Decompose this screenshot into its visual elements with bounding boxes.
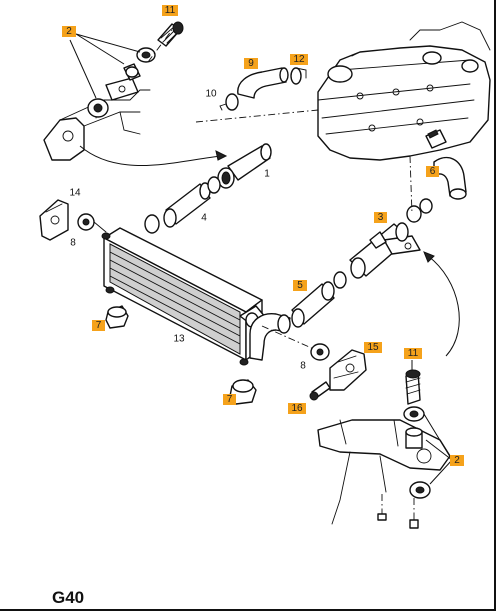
pipe-1	[217, 143, 272, 189]
mount-8-right	[310, 343, 330, 361]
svg-text:11: 11	[165, 5, 176, 16]
svg-text:10: 10	[205, 89, 217, 100]
engine-block	[317, 21, 491, 161]
svg-text:7: 7	[96, 320, 102, 331]
lower-mount-bracket	[317, 419, 451, 525]
svg-text:11: 11	[408, 348, 419, 359]
bolt-top	[157, 21, 184, 47]
svg-text:1: 1	[264, 169, 270, 180]
svg-text:3: 3	[378, 212, 384, 223]
callout-15: 15	[364, 342, 382, 353]
callout-2-bottom: 2	[450, 455, 464, 466]
svg-text:8: 8	[70, 238, 76, 249]
svg-text:15: 15	[367, 342, 379, 353]
callout-6: 6	[426, 166, 439, 177]
hose-9	[237, 67, 289, 99]
callout-12: 12	[290, 54, 308, 65]
svg-text:9: 9	[248, 58, 254, 69]
outlet-elbow	[249, 313, 291, 361]
bracket-14	[39, 199, 69, 241]
mount-7-left	[105, 305, 129, 329]
hose-6	[425, 129, 467, 200]
rubber-bushings-top	[87, 47, 156, 118]
callout-4: 4	[201, 213, 207, 224]
bracket-15	[329, 349, 367, 391]
clamp-hose-4	[144, 176, 221, 234]
svg-text:7: 7	[227, 394, 233, 405]
callout-3: 3	[374, 212, 387, 223]
clamp-12	[290, 67, 307, 85]
callout-labels: 11 2 9 12 10 1 6 14 8 4	[62, 5, 464, 466]
bolt-bottom	[405, 369, 421, 405]
frame-border-bottom	[0, 609, 496, 611]
intercooler-13	[101, 227, 267, 366]
svg-text:8: 8	[300, 361, 306, 372]
screw-16	[309, 381, 331, 401]
callout-9: 9	[244, 58, 258, 69]
upper-mount-bracket	[43, 77, 151, 161]
svg-text:5: 5	[297, 280, 303, 291]
svg-text:13: 13	[173, 334, 185, 345]
callout-7-bottom: 7	[223, 394, 236, 405]
hose-4	[163, 182, 211, 228]
callout-8-right: 8	[300, 361, 306, 372]
callout-16: 16	[288, 403, 306, 414]
clamp-hose-5	[333, 271, 347, 289]
svg-text:4: 4	[201, 213, 207, 224]
pipe-3	[349, 205, 422, 279]
callout-10: 10	[205, 89, 217, 100]
callout-14: 14	[69, 188, 81, 199]
hose-5	[291, 281, 335, 328]
mount-7-bottom	[229, 379, 257, 405]
svg-text:14: 14	[69, 188, 81, 199]
callout-5: 5	[293, 280, 307, 291]
callout-13: 13	[173, 334, 185, 345]
clamp-10	[219, 93, 239, 111]
svg-text:2: 2	[454, 455, 460, 466]
mount-8-left	[77, 213, 107, 233]
svg-text:2: 2	[66, 26, 72, 37]
svg-text:16: 16	[291, 403, 303, 414]
callout-1: 1	[264, 169, 270, 180]
svg-text:6: 6	[430, 166, 436, 177]
clamp-pipe-3	[419, 198, 433, 214]
callout-8-left: 8	[70, 238, 76, 249]
svg-text:12: 12	[293, 54, 305, 65]
rubber-bushings-bottom	[403, 406, 431, 499]
callout-2-top: 2	[62, 26, 76, 37]
callout-11-top: 11	[162, 5, 178, 16]
diagram-code: G40	[52, 588, 85, 607]
callout-7-left: 7	[92, 320, 105, 331]
callout-11-bottom: 11	[404, 348, 422, 359]
frame-border-right	[494, 0, 496, 611]
